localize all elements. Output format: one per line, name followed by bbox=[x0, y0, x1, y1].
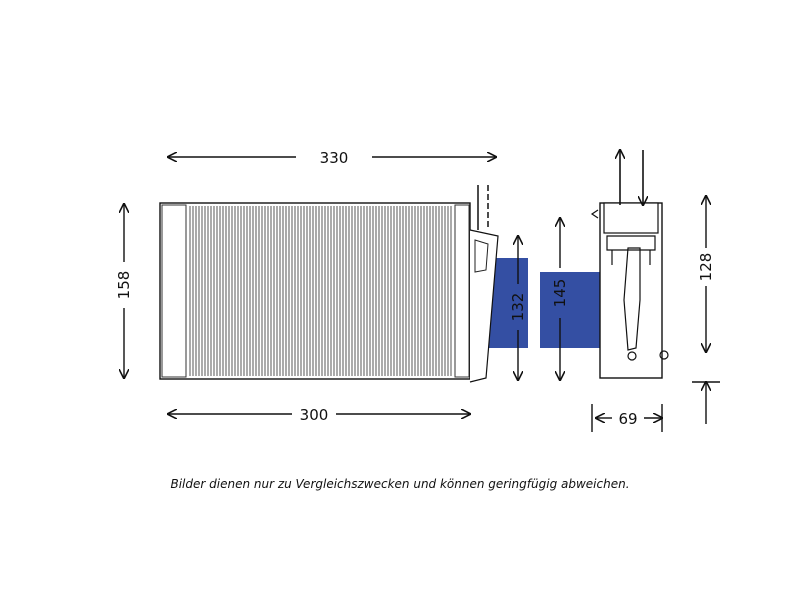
dimension-lines bbox=[124, 157, 720, 432]
dim-depth: 69 bbox=[618, 410, 637, 428]
dim-width-top: 330 bbox=[320, 149, 349, 167]
heater-core-side-view bbox=[590, 150, 669, 379]
dim-height-left: 158 bbox=[115, 271, 133, 300]
dim-height-side: 145 bbox=[551, 279, 569, 308]
heater-core-front-view bbox=[159, 185, 499, 383]
dim-width-bottom: 300 bbox=[300, 406, 329, 424]
disclaimer-caption: Bilder dienen nur zu Vergleichszwecken u… bbox=[170, 477, 630, 491]
dim-height-inner: 132 bbox=[509, 293, 527, 322]
fin-lines bbox=[189, 206, 452, 376]
dim-height-right: 128 bbox=[697, 253, 715, 282]
